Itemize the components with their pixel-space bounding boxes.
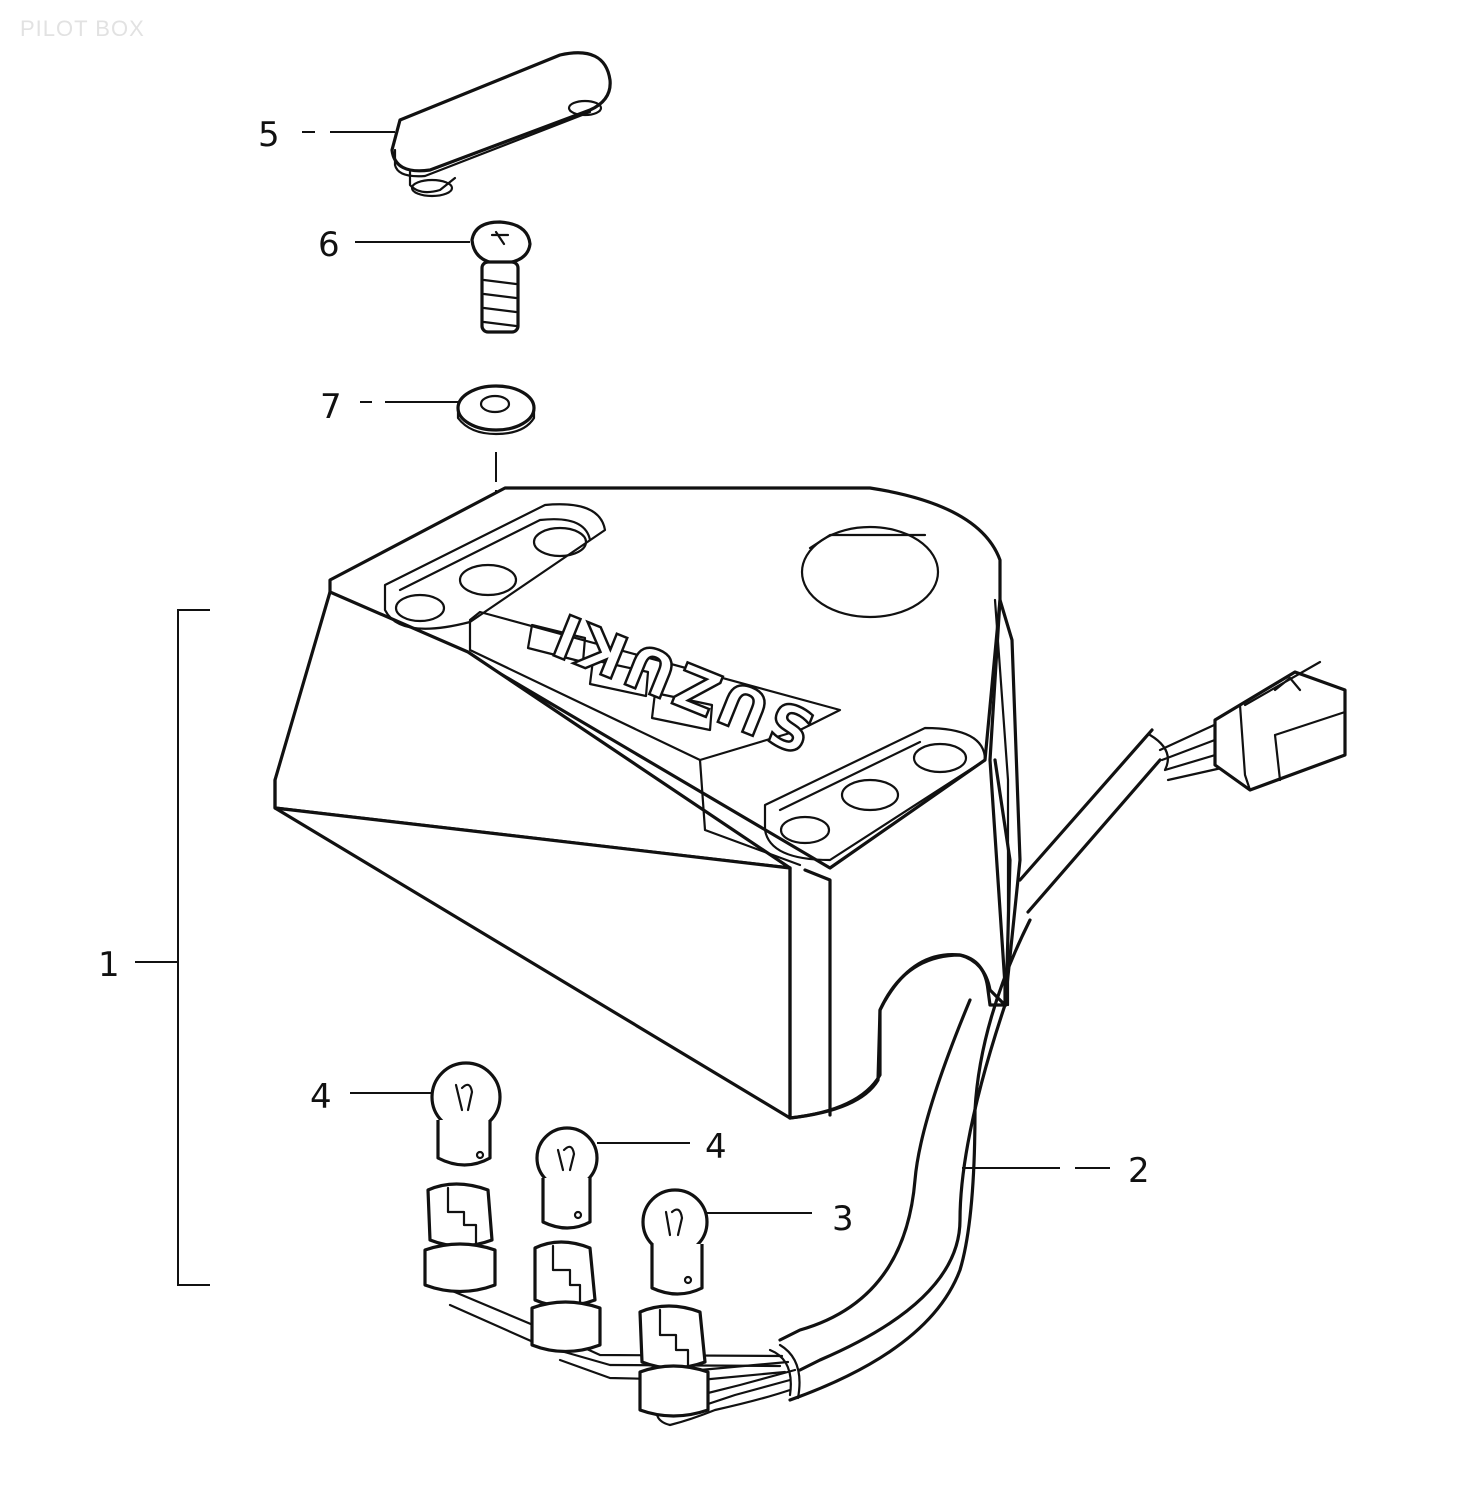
socket-middle <box>530 1240 602 1354</box>
callout-7: 7 <box>320 387 342 427</box>
cap-part-5 <box>390 51 612 198</box>
callout-4a: 4 <box>310 1077 332 1117</box>
housing-part-1: SUZUKI <box>273 486 1022 1120</box>
callout-2: 2 <box>1128 1151 1150 1191</box>
diagram-title: PILOT BOX <box>20 16 145 41</box>
screw-part-6 <box>470 220 532 334</box>
washer-part-7 <box>456 384 536 436</box>
callout-4b: 4 <box>705 1127 727 1167</box>
bulb-part-3 <box>641 1188 709 1296</box>
bulb-part-4-middle <box>535 1126 599 1230</box>
callout-5: 5 <box>258 115 280 155</box>
callout-6: 6 <box>318 225 340 265</box>
socket-right <box>638 1304 710 1418</box>
bulb-part-4-left <box>430 1061 502 1167</box>
callout-1: 1 <box>98 945 120 985</box>
callout-group: 5 6 7 1 4 4 3 2 <box>98 115 1150 1286</box>
callout-3: 3 <box>832 1199 854 1239</box>
socket-left <box>423 1182 497 1294</box>
